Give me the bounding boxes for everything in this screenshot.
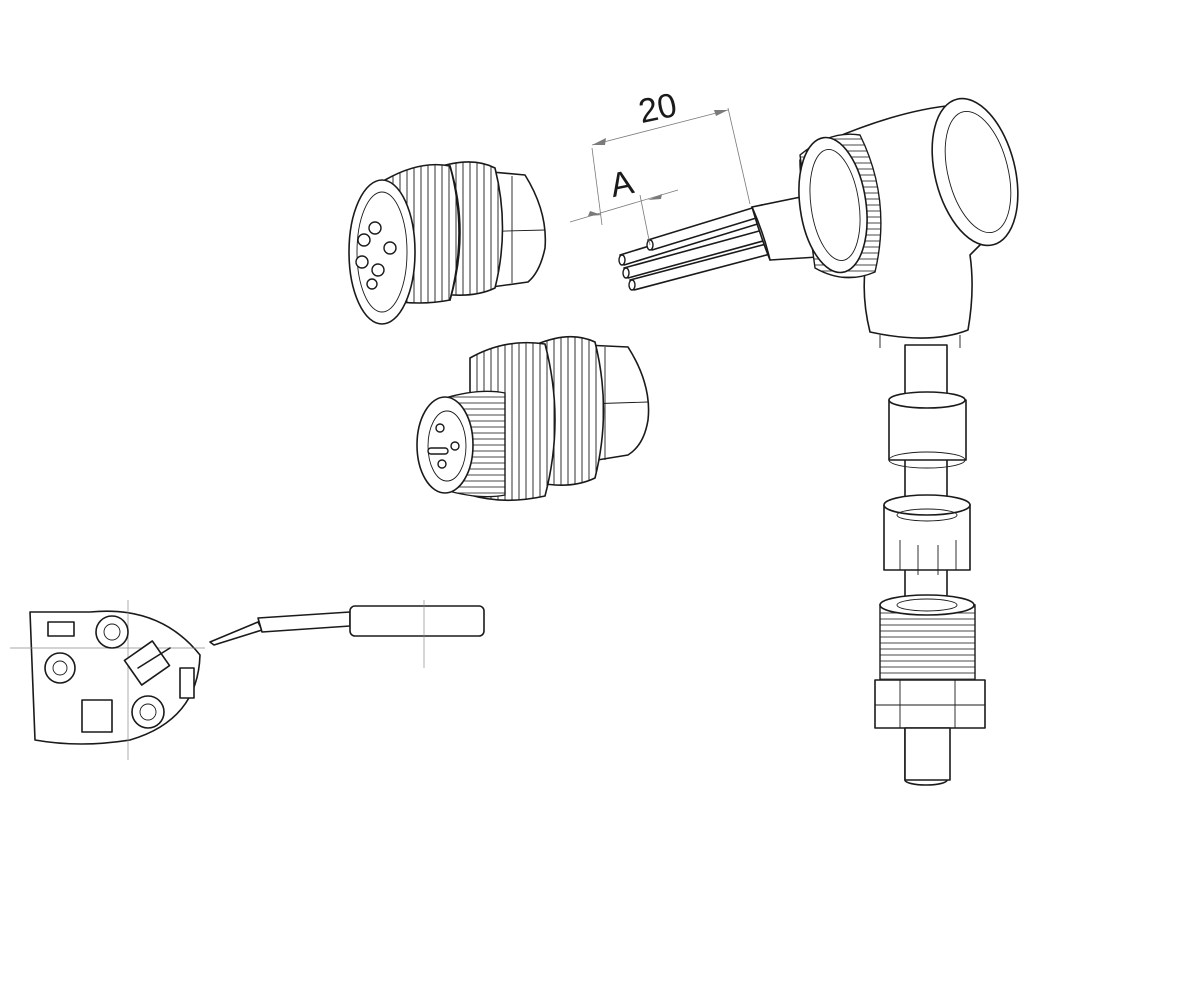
- male-connector: [416, 335, 650, 502]
- cable-gland-stack: [874, 344, 986, 786]
- screwdriver: [209, 600, 485, 668]
- angled-housing: [798, 97, 1019, 348]
- terminal-detail: [10, 600, 205, 760]
- stripped-cable: 20 A: [569, 86, 851, 291]
- length-dimension-label: 20: [635, 86, 680, 131]
- strip-dimension-label: A: [607, 163, 637, 205]
- female-connector: [348, 161, 547, 325]
